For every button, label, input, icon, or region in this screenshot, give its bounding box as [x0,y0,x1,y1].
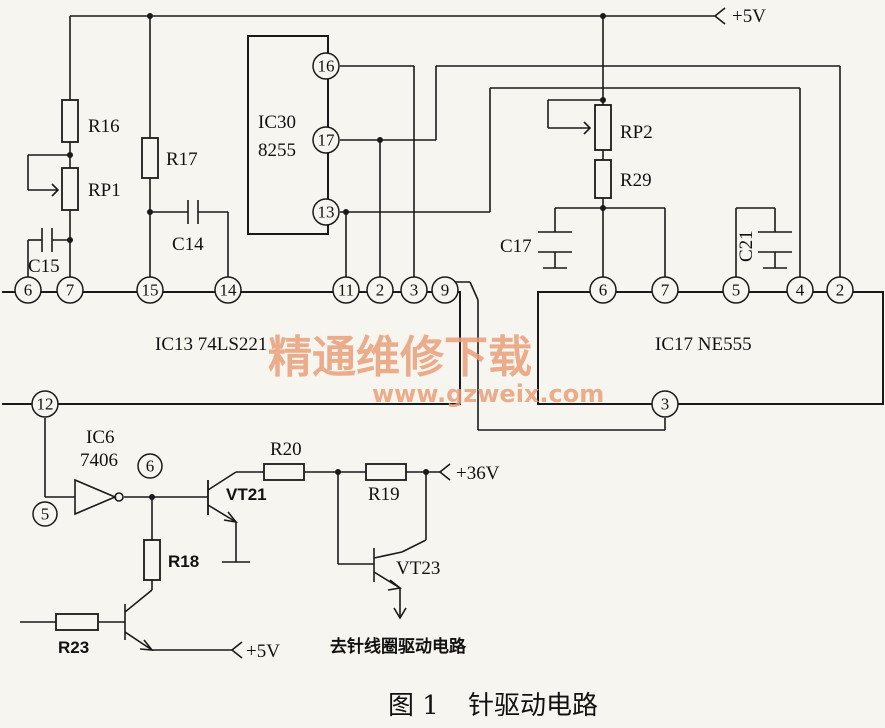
label-ic13: IC13 74LS221 [155,334,267,355]
label-c21: C21 [736,230,757,262]
potentiometer-rp2 [594,104,612,151]
capacitor-c17 [538,231,572,269]
ic17-pin-3: 3 [661,395,670,414]
label-c15: C15 [28,256,60,277]
ic6-pin-in: 5 [41,505,50,524]
watermark-cn: 精通维修下载 [268,332,532,383]
resistor-r18 [143,539,161,581]
label-vt21: VT21 [226,485,267,504]
label-r18: R18 [168,552,199,571]
ic13-pin-14: 14 [220,281,238,300]
ic30-pin-16: 16 [318,57,335,76]
output-note: 去针线圈驱动电路 [330,636,467,657]
supply-36v: +36V [456,463,500,484]
caption-title: 针驱动电路 [468,691,598,721]
ic13-pin-6: 6 [24,281,33,300]
label-ic6-part: 7406 [80,450,118,471]
ic30-pin-13: 13 [318,203,335,222]
resistor-r20 [263,463,305,481]
ic17-pin-6: 6 [599,281,608,300]
supply-5v-bottom: +5V [246,641,280,662]
label-r29: R29 [620,170,652,191]
ic13-pin-15: 15 [142,281,159,300]
junction-dots [67,13,606,500]
pin-circles [14,52,854,527]
watermark-url: www.gzweix.com [372,380,604,408]
ic17-pin-4: 4 [796,281,805,300]
ic13-pin-9: 9 [441,281,450,300]
caption-fig: 图 1 [388,691,439,721]
ic13-pin-3: 3 [410,281,419,300]
label-r23: R23 [58,638,89,657]
ic13-pin-7: 7 [66,281,75,300]
label-rp1: RP1 [88,180,121,201]
capacitor-c15 [41,228,53,252]
supply-arrows [139,7,726,659]
supply-5v-top: +5V [732,6,766,27]
capacitor-c21 [758,231,792,269]
ic17-box [537,291,884,405]
label-rp2: RP2 [620,122,653,143]
ic17-pin-7: 7 [661,281,670,300]
label-r17: R17 [166,149,198,170]
rp2-wiper-icon [583,121,592,135]
label-ic17: IC17 NE555 [655,334,752,355]
ic13-pin-12: 12 [37,395,54,414]
ic17-pin-5: 5 [732,281,741,300]
label-r19: R19 [368,484,400,505]
label-c14: C14 [172,234,204,255]
wires [20,15,841,651]
potentiometer-rp1 [61,167,79,211]
ic6-buffer-icon [74,478,124,516]
ic13-pin-2: 2 [376,281,385,300]
label-r16: R16 [88,116,120,137]
resistor-r17 [141,137,159,179]
ic30-pin-17: 17 [318,131,336,150]
label-ic30: IC30 [258,112,296,133]
label-ic30-part: 8255 [258,140,296,161]
resistor-r29 [594,159,612,199]
resistor-r19 [365,463,407,481]
resistor-r16 [61,99,79,143]
label-ic6: IC6 [86,427,115,448]
ic13-pin-11: 11 [338,281,354,300]
label-c17: C17 [500,236,532,257]
label-vt23: VT23 [396,558,440,579]
ic17-pin-2: 2 [836,281,845,300]
resistor-r23 [55,613,99,631]
capacitor-c14 [187,200,199,224]
label-r20: R20 [270,439,302,460]
rp1-wiper-icon [51,183,60,197]
ic6-pin-out: 6 [146,457,155,476]
